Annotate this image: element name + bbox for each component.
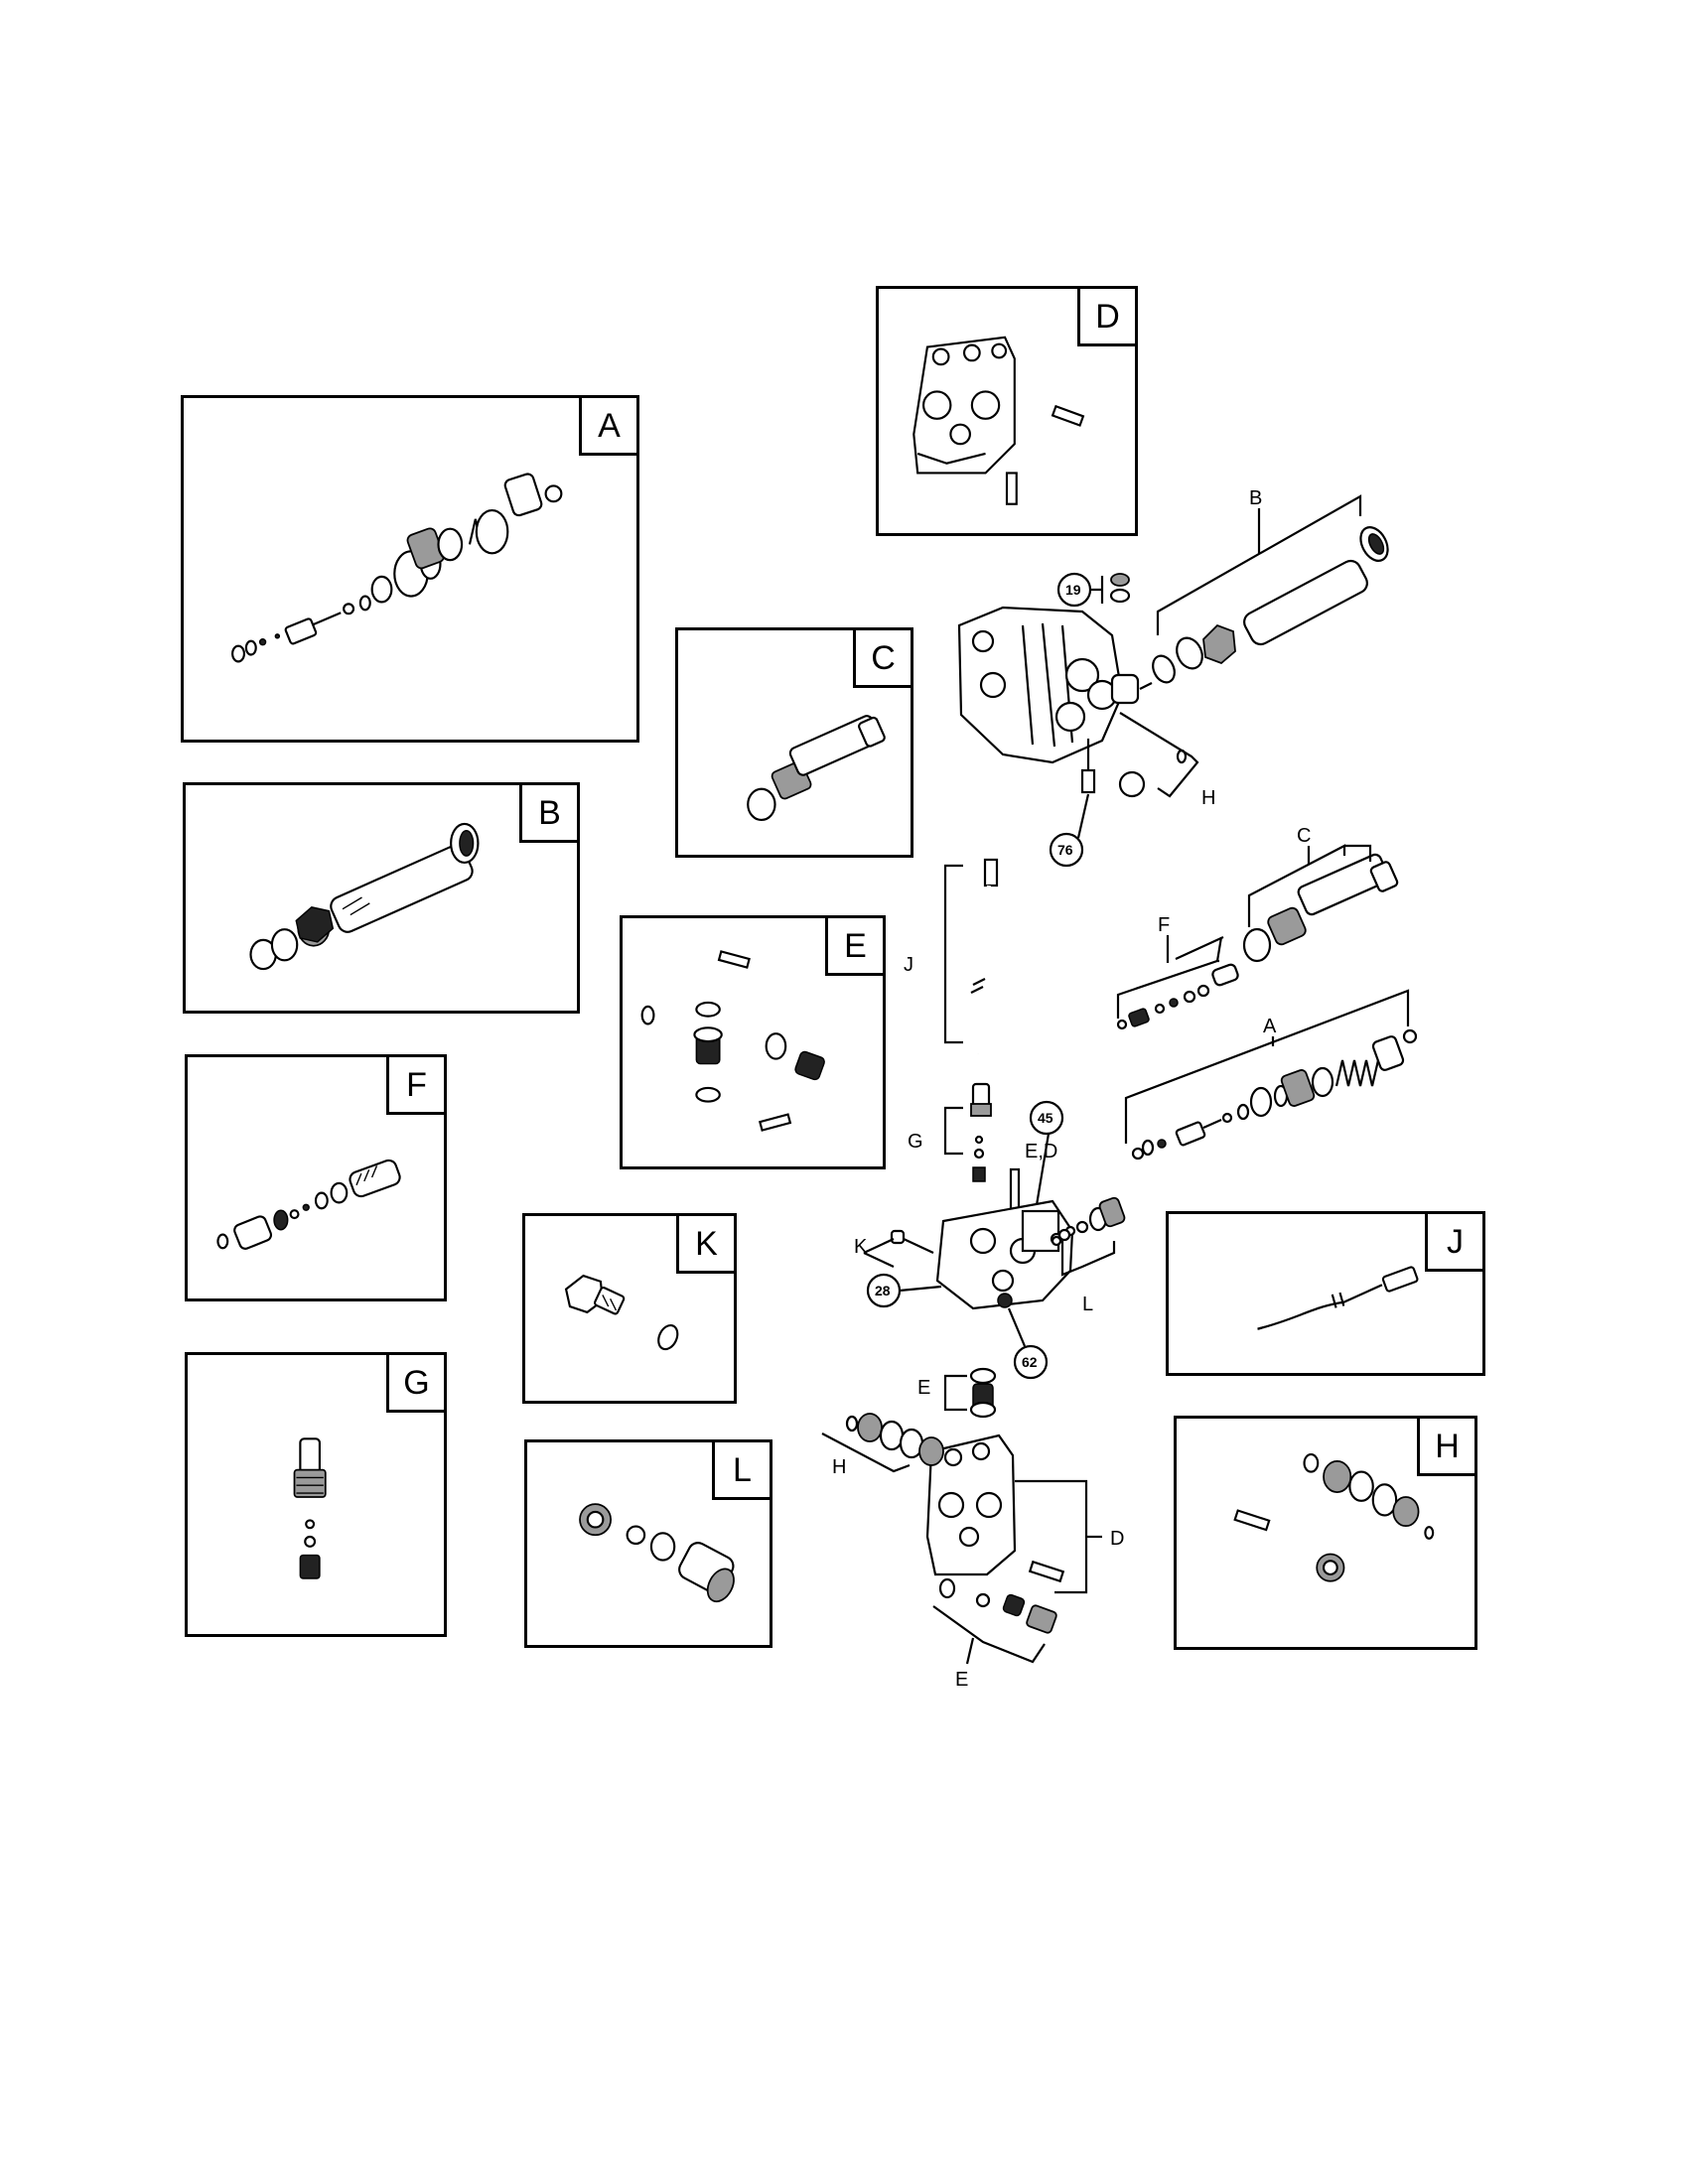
kit-l-parts-drawing — [579, 1503, 735, 1603]
kit-d-manifold — [912, 336, 1016, 475]
callout-a: A — [1263, 1016, 1277, 1037]
pump-manifold-lower — [925, 1433, 1017, 1576]
callout-d: D — [1110, 1528, 1124, 1550]
callout-h-lower: H — [832, 1456, 846, 1478]
kit-g-parts-drawing — [293, 1437, 327, 1579]
kit-box-j[interactable]: J — [1166, 1211, 1485, 1376]
callout-b: B — [1249, 487, 1262, 509]
kit-box-l[interactable]: L — [524, 1439, 772, 1648]
kit-d-label: D — [1077, 289, 1135, 346]
callout-l: L — [1082, 1294, 1093, 1315]
kit-a-spring — [468, 508, 509, 555]
callout-e-bottom: E — [955, 1669, 968, 1691]
kit-e-parts-drawing — [640, 950, 825, 1132]
kit-d-parts-drawing — [912, 336, 1085, 505]
kit-box-e[interactable]: E — [620, 915, 886, 1169]
kit-j-label: J — [1425, 1214, 1482, 1272]
pump-crankcase — [957, 606, 1140, 764]
part-number-19: 19 — [1065, 582, 1081, 598]
kit-box-c[interactable]: C — [675, 627, 913, 858]
kit-k-parts-drawing — [564, 1274, 679, 1351]
kit-box-k[interactable]: K — [522, 1213, 737, 1404]
kit-h-label: H — [1417, 1419, 1474, 1476]
kit-b-parts-drawing — [249, 822, 480, 971]
part-number-45: 45 — [1038, 1110, 1053, 1126]
kit-c-parts-drawing — [747, 715, 886, 822]
part-number-76: 76 — [1057, 842, 1073, 858]
kit-l-label: L — [712, 1442, 770, 1500]
kit-f-parts-drawing — [216, 1159, 401, 1250]
callout-c: C — [1297, 825, 1311, 847]
kit-h-parts-drawing — [1233, 1452, 1435, 1582]
kit-k-label: K — [676, 1216, 734, 1274]
callout-h: H — [1201, 787, 1215, 809]
kit-f-label: F — [386, 1057, 444, 1115]
kit-j-parts-drawing — [1257, 1266, 1419, 1330]
kit-b-label: B — [519, 785, 577, 843]
part-number-28: 28 — [875, 1283, 891, 1298]
kit-c-label: C — [853, 630, 911, 688]
kit-box-f[interactable]: F — [185, 1054, 447, 1301]
kit-a-parts-drawing — [231, 473, 563, 663]
callout-j: J — [904, 954, 913, 976]
callout-e-top: E — [917, 1377, 930, 1399]
kit-box-d[interactable]: D — [876, 286, 1138, 536]
callout-k: K — [854, 1236, 868, 1258]
kit-box-b[interactable]: B — [183, 782, 580, 1014]
part-number-62: 62 — [1022, 1354, 1038, 1370]
callout-ed: E,D — [1025, 1141, 1057, 1162]
pump-head-lower — [935, 1199, 1074, 1310]
kit-g-label: G — [386, 1355, 444, 1413]
kit-e-label: E — [825, 918, 883, 976]
callout-f: F — [1158, 914, 1170, 936]
kit-box-h[interactable]: H — [1174, 1416, 1477, 1650]
kit-box-g[interactable]: G — [185, 1352, 447, 1637]
kit-box-a[interactable]: A — [181, 395, 639, 743]
kit-a-label: A — [579, 398, 636, 456]
callout-g: G — [908, 1131, 923, 1153]
